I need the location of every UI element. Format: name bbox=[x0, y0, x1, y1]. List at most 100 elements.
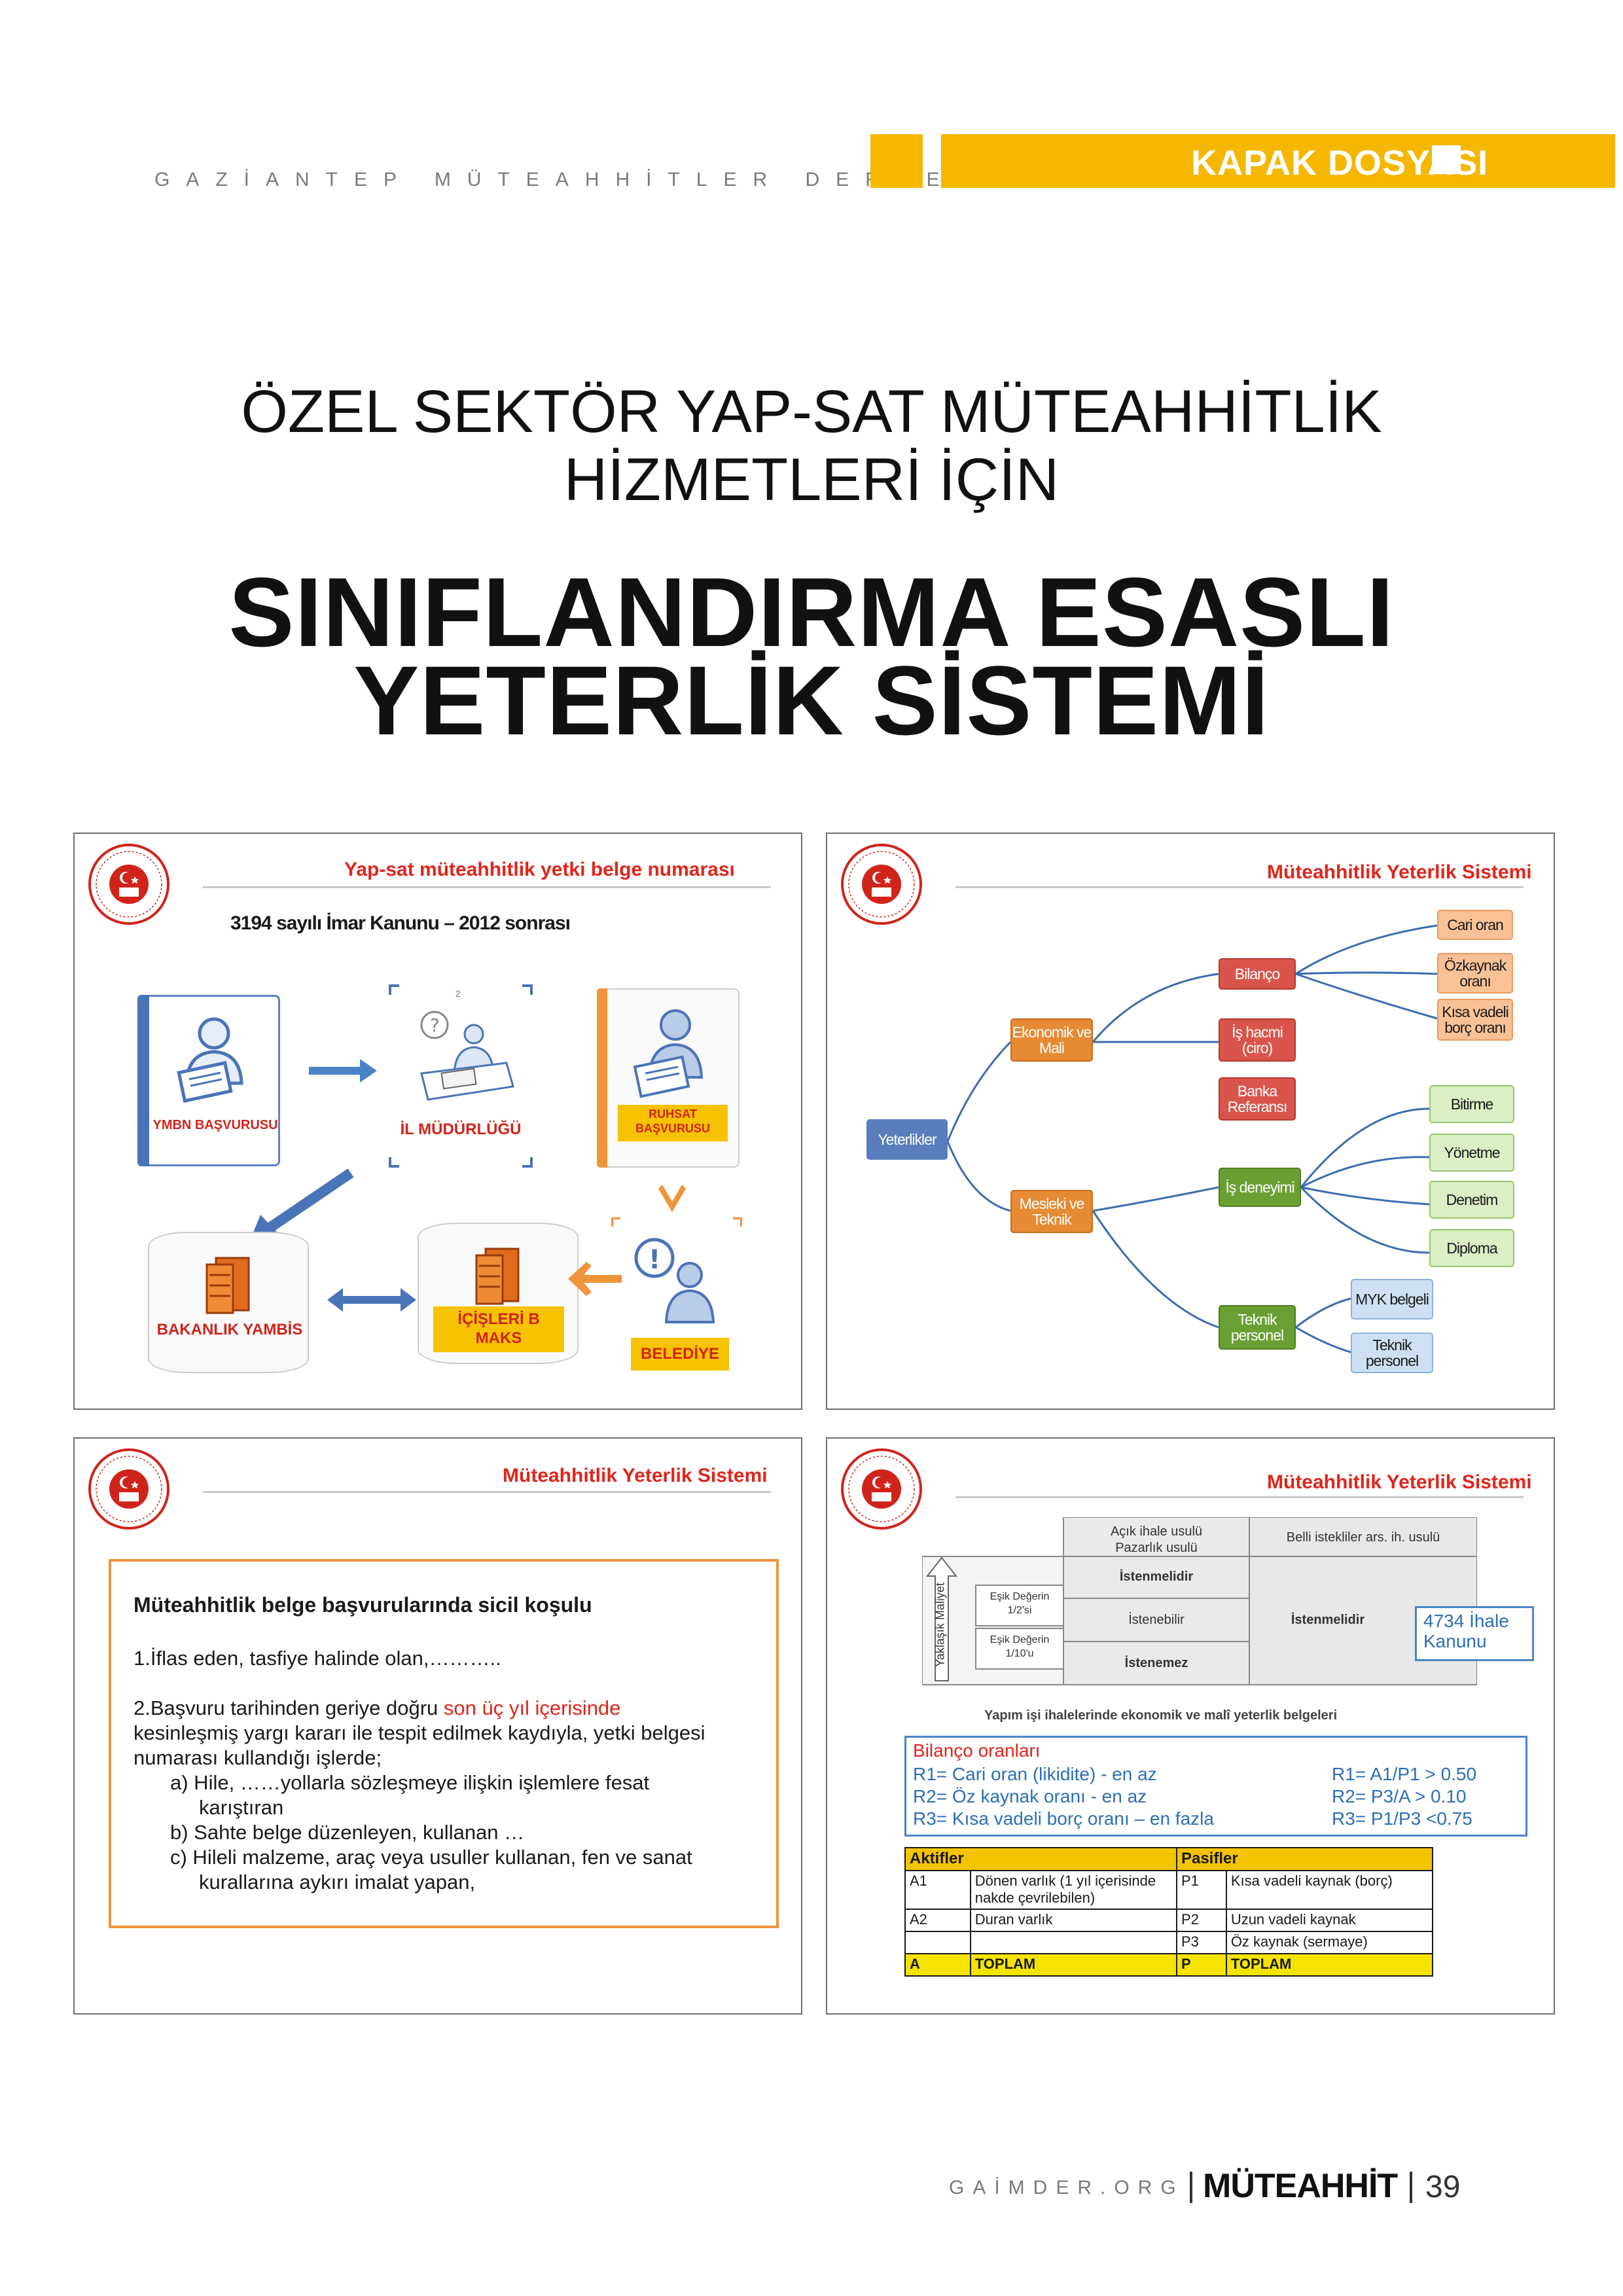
belediye-label: BELEDİYE bbox=[631, 1338, 729, 1371]
table-cell bbox=[969, 1930, 1177, 1954]
title-line-4: YETERLİK SİSTEMİ bbox=[353, 645, 1270, 755]
table-cell: A1 bbox=[904, 1869, 971, 1910]
table-row: P3 Öz kaynak (sermaye) bbox=[904, 1930, 1434, 1954]
esik-2: Eşik Değerin 1/10'u bbox=[976, 1634, 1063, 1661]
sicil-box: Müteahhitlik belge başvurularında sicil … bbox=[109, 1559, 779, 1928]
svg-text:!: ! bbox=[649, 1245, 660, 1275]
il-mudurlugu-label: İL MÜDÜRLÜĞÜ bbox=[400, 1121, 522, 1138]
ratios-title: Bilanço oranları bbox=[913, 1740, 1041, 1761]
sicil-heading: Müteahhitlik belge başvurularında sicil … bbox=[134, 1593, 592, 1617]
node-bilanco: Bilanço bbox=[1219, 958, 1296, 990]
bakanlik-label: BAKANLIK YAMBİS bbox=[156, 1321, 303, 1338]
balance-header-row: Aktifler Pasifler bbox=[904, 1847, 1434, 1871]
balance-header-aktifler: Aktifler bbox=[904, 1847, 1177, 1871]
sicil-item-a-cont: karıştıran bbox=[199, 1796, 284, 1819]
organization-name: GAZİANTEP MÜTEAHHİTLER DERNEĞİ bbox=[154, 169, 1010, 190]
col-acik-ihale: Açık ihale usulü bbox=[1110, 1524, 1203, 1539]
node-teknik-personel: Teknik personel bbox=[1219, 1305, 1296, 1350]
page-number: 39 bbox=[1425, 2170, 1461, 2204]
header-accent-square bbox=[870, 134, 923, 188]
cell-istenemez: İstenemez bbox=[1124, 1656, 1188, 1670]
sicil-item-2-line-2: kesinleşmiş yargı kararı ile tespit edil… bbox=[134, 1721, 705, 1744]
table-cell: Duran varlık bbox=[969, 1908, 1177, 1932]
double-arrow-icon bbox=[327, 1288, 416, 1312]
sicil-item-2-line-1: 2.Başvuru tarihinden geriye doğru son üç… bbox=[134, 1696, 620, 1720]
esik-1-label: Eşik Değerin bbox=[990, 1591, 1050, 1602]
node-denetim: Denetim bbox=[1429, 1181, 1514, 1219]
ratio-r3-desc: R3= Kısa vadeli borç oranı – en fazla bbox=[913, 1808, 1214, 1829]
ratio-r2-desc: R2= Öz kaynak oranı - en az bbox=[913, 1786, 1147, 1806]
slide3-title-rule bbox=[203, 1491, 771, 1493]
arrow-down-icon bbox=[658, 1185, 686, 1212]
sicil-item-b: b) Sahte belge düzenleyen, kullanan … bbox=[170, 1821, 525, 1844]
arrow-right-icon bbox=[309, 1059, 377, 1083]
cell-istenmelidir-2: İstenmelidir bbox=[1291, 1613, 1365, 1627]
ministry-seal-icon bbox=[88, 1448, 169, 1530]
node-ozkaynak: Özkaynak oranı bbox=[1437, 953, 1513, 994]
arrow-left-icon bbox=[568, 1262, 622, 1296]
cell-istenmelidir: İstenmelidir bbox=[1119, 1570, 1194, 1584]
sicil-item-2-line-3: numarası kullandığı işlerde; bbox=[134, 1746, 382, 1769]
cell-istenebilir: İstenebilir bbox=[1128, 1613, 1185, 1627]
ruhsat-label: RUHSAT BAŞVURUSU bbox=[618, 1105, 728, 1141]
table-cell: P bbox=[1175, 1952, 1227, 1977]
slide4-title-rule bbox=[955, 1496, 1524, 1498]
belediye-card: ! BELEDİYE bbox=[611, 1217, 742, 1374]
slide1-subtitle: 3194 sayılı İmar Kanunu – 2012 sonrası bbox=[230, 912, 571, 934]
sicil-item-2-text: 2.Başvuru tarihinden geriye doğru bbox=[134, 1696, 444, 1719]
slide-mali-yeterlik: Müteahhitlik Yeterlik Sistemi Açık ihale… bbox=[826, 1437, 1555, 2015]
title-line-3: SINIFLANDIRMA ESASLI bbox=[228, 557, 1395, 667]
il-mudurlugu-card: 2 ? İL MÜDÜRLÜĞÜ bbox=[389, 984, 533, 1168]
person-reading-icon bbox=[177, 1017, 243, 1103]
node-is-deneyimi: İş deneyimi bbox=[1219, 1168, 1301, 1207]
slide-yeterlik-tree: Müteahhitlik Yeterlik Sistemi Yeterlikle… bbox=[826, 833, 1555, 1410]
ministry-seal-icon bbox=[841, 1448, 922, 1530]
table-cell bbox=[904, 1930, 971, 1954]
title-line-2: HİZMETLERİ İÇİN bbox=[563, 446, 1060, 513]
server-icon bbox=[475, 1247, 520, 1305]
node-yeterlikler: Yeterlikler bbox=[866, 1119, 948, 1160]
balance-header-pasifler: Pasifler bbox=[1175, 1847, 1434, 1871]
node-diploma: Diploma bbox=[1429, 1229, 1514, 1267]
sicil-item-2-highlight: son üç yıl içerisinde bbox=[443, 1696, 621, 1719]
footer-website: GAİMDER.ORG bbox=[949, 2177, 1185, 2198]
bilanco-oranlari-box: Bilanço oranları R1= Cari oran (likidite… bbox=[904, 1736, 1527, 1837]
slide2-title: Müteahhitlik Yeterlik Sistemi bbox=[1267, 861, 1532, 883]
sicil-item-c-cont: kurallarına aykırı imalat yapan, bbox=[199, 1871, 476, 1893]
slide1-title-rule bbox=[203, 886, 771, 888]
node-kisa-vadeli: Kısa vadeli borç oranı bbox=[1437, 999, 1513, 1041]
balance-table: Aktifler Pasifler A1 Dönen varlık (1 yıl… bbox=[904, 1847, 1434, 1977]
ymbn-card: YMBN BAŞVURUSU bbox=[137, 995, 280, 1166]
table-cell: P2 bbox=[1175, 1908, 1227, 1932]
esik-1: Eşik Değerin 1/2'si bbox=[976, 1590, 1063, 1618]
col-pazarlik: Pazarlık usulü bbox=[1115, 1541, 1198, 1555]
threshold-caption: Yapım işi ihalelerinde ekonomik ve malî … bbox=[984, 1708, 1338, 1723]
tree-connectors bbox=[946, 924, 1438, 1354]
slide3-title: Müteahhitlik Yeterlik Sistemi bbox=[503, 1465, 768, 1486]
table-cell: A2 bbox=[904, 1908, 971, 1932]
table-cell: Dönen varlık (1 yıl içerisinde nakde çev… bbox=[969, 1869, 1177, 1910]
table-cell: A bbox=[904, 1952, 971, 1977]
threshold-col-1: Açık ihale usulü Pazarlık usulü bbox=[1063, 1524, 1249, 1556]
section-band bbox=[941, 134, 1615, 188]
slide-sicil-kosulu: Müteahhitlik Yeterlik Sistemi Müteahhitl… bbox=[73, 1437, 802, 2015]
step-2-number: 2 bbox=[455, 988, 461, 999]
node-is-hacmi: İş hacmi (ciro) bbox=[1219, 1018, 1296, 1062]
esik-1-value: 1/2'si bbox=[1007, 1604, 1032, 1616]
table-cell: Öz kaynak (sermaye) bbox=[1225, 1930, 1434, 1954]
node-teknik-personel-2: Teknik personel bbox=[1351, 1333, 1433, 1373]
svg-text:?: ? bbox=[430, 1014, 440, 1036]
icisleri-card: İÇİŞLERİ B MAKS bbox=[418, 1223, 579, 1364]
section-box-icon bbox=[1432, 145, 1461, 174]
table-cell: TOPLAM bbox=[969, 1952, 1177, 1977]
ymbn-label: YMBN BAŞVURUSU bbox=[152, 1118, 278, 1132]
kanun-callout: 4734 İhale Kanunu bbox=[1415, 1606, 1534, 1661]
title-line-1: ÖZEL SEKTÖR YAP-SAT MÜTEAHHİTLİK bbox=[241, 378, 1382, 445]
ratio-r2-formula: R2= P3/A > 0.10 bbox=[1332, 1786, 1467, 1806]
desk-worker-icon: ? bbox=[420, 1011, 514, 1101]
ruhsat-card: RUHSAT BAŞVURUSU bbox=[597, 988, 740, 1168]
esik-2-value: 1/10'u bbox=[1005, 1647, 1034, 1659]
step-1-number: 1 bbox=[139, 997, 144, 1008]
esik-2-label: Eşik Değerin bbox=[990, 1634, 1050, 1645]
slide2-title-rule bbox=[955, 886, 1524, 888]
